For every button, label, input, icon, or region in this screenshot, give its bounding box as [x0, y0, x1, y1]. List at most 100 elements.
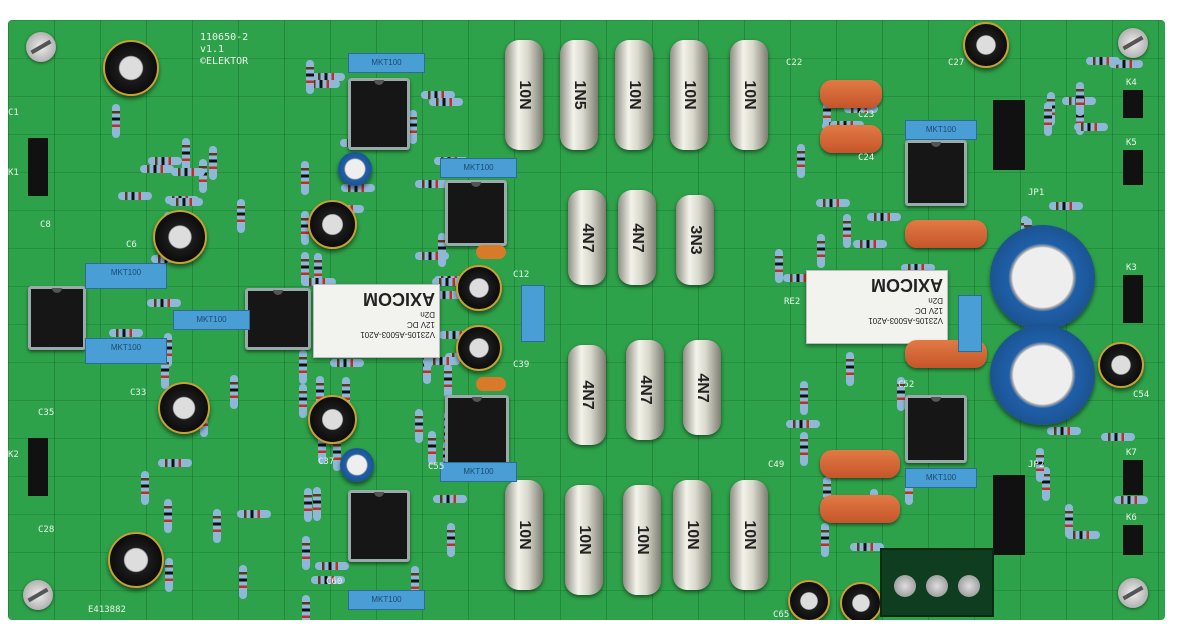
- pcb-component: 12V DC: [406, 320, 435, 329]
- pcb-component: 4N7: [568, 190, 606, 285]
- resistor: [312, 486, 321, 521]
- pcb-component: [905, 220, 987, 248]
- pcb-component: C54: [1133, 390, 1150, 400]
- resistor: [420, 90, 455, 99]
- pcb-component: [153, 210, 207, 264]
- resistor: [302, 594, 311, 620]
- pcb-component: C35: [38, 408, 55, 418]
- resistor: [850, 543, 885, 552]
- ic-chip: [445, 395, 509, 465]
- resistor: [299, 350, 308, 385]
- board-serial: E413882: [88, 605, 126, 615]
- pcb-component: [820, 450, 900, 478]
- resistor: [1066, 530, 1101, 539]
- resistor: [428, 97, 463, 106]
- resistor: [409, 110, 418, 145]
- resistor: [314, 562, 349, 571]
- jumper-jp1[interactable]: [993, 100, 1025, 170]
- pcb-component: C65: [773, 610, 790, 620]
- board-version: v1.1: [200, 44, 225, 55]
- capacitor-value: 10N: [516, 520, 533, 550]
- resistor: [140, 470, 149, 505]
- pcb-component: MKT100: [440, 158, 517, 178]
- resistor: [443, 364, 452, 399]
- pcb-component: K6: [1126, 513, 1137, 523]
- connector-k6[interactable]: [1123, 525, 1143, 555]
- resistor: [786, 420, 821, 429]
- capacitor-value: 10N: [626, 80, 643, 110]
- pcb-component: 12V DC: [914, 306, 943, 315]
- pcb-component: [308, 200, 357, 249]
- pcb-component: [476, 377, 506, 391]
- pcb-component: [158, 382, 210, 434]
- resistor: [900, 263, 935, 272]
- resistor: [164, 333, 173, 368]
- capacitor-value: 10N: [634, 525, 651, 555]
- resistor: [437, 232, 446, 267]
- capacitor-value: 3N3: [687, 225, 704, 255]
- connector-k1[interactable]: [28, 138, 48, 196]
- resistor: [158, 459, 193, 468]
- resistor: [867, 212, 902, 221]
- resistor: [238, 564, 247, 599]
- pcb-component: MKT100: [905, 120, 977, 140]
- resistor: [301, 252, 310, 287]
- pcb-component: 10N: [505, 40, 543, 150]
- pcb-component: [1098, 342, 1144, 388]
- pcb-component: 10N: [615, 40, 653, 150]
- resistor: [782, 274, 817, 283]
- connector-k4[interactable]: [1123, 90, 1143, 118]
- pcb-component: C23: [858, 110, 875, 120]
- capacitor-value: 4N7: [579, 222, 596, 253]
- capacitor-value: 4N7: [629, 222, 646, 253]
- resistor: [333, 436, 342, 471]
- pcb-component: RE2: [784, 297, 801, 307]
- pcb-component: [456, 325, 502, 371]
- resistor: [330, 359, 364, 368]
- resistor: [1035, 448, 1044, 483]
- pcb-component: AXICOM: [871, 275, 943, 295]
- terminal-block[interactable]: [880, 548, 994, 617]
- resistor: [816, 199, 851, 207]
- resistor: [314, 253, 323, 288]
- screw-icon: [1118, 28, 1148, 58]
- pcb-component: 4N7: [626, 340, 664, 440]
- pcb-component: AXICOM: [363, 289, 435, 309]
- pcb-component: C28: [38, 525, 55, 535]
- resistor: [415, 408, 424, 443]
- pcb-component: D2n: [928, 296, 943, 305]
- resistor: [1108, 59, 1143, 68]
- ic-chip: [245, 288, 311, 350]
- pcb-component: [963, 22, 1009, 68]
- pcb-component: 4N7: [618, 190, 656, 285]
- resistor: [775, 248, 784, 283]
- resistor: [236, 199, 245, 234]
- pcb-component: MKT100: [905, 468, 977, 488]
- pcb-component: MKT100: [348, 53, 425, 73]
- pcb-component: 10N: [673, 480, 711, 590]
- resistor: [800, 381, 809, 416]
- connector-k2[interactable]: [28, 438, 48, 496]
- resistor: [168, 198, 203, 207]
- ic-chip: [28, 286, 86, 350]
- connector-k7[interactable]: [1123, 460, 1143, 495]
- pcb-component: V23105-A5003-A201: [868, 316, 943, 325]
- resistor: [212, 509, 221, 544]
- connector-k3[interactable]: [1123, 275, 1143, 323]
- resistor: [306, 80, 341, 89]
- resistor: [182, 137, 191, 172]
- resistor: [1048, 202, 1083, 211]
- pcb-component: [521, 285, 545, 342]
- pcb-component: 3N3: [676, 195, 714, 285]
- connector-k5[interactable]: [1123, 150, 1143, 185]
- pcb-component: [338, 152, 372, 186]
- pcb-component: C60: [326, 577, 343, 587]
- resistor: [426, 356, 461, 365]
- pcb-component: K3: [1126, 263, 1137, 273]
- resistor: [414, 180, 449, 189]
- resistor: [198, 158, 207, 193]
- pcb-component: [990, 325, 1095, 425]
- resistor: [429, 290, 464, 299]
- jumper-jp2[interactable]: [993, 475, 1025, 555]
